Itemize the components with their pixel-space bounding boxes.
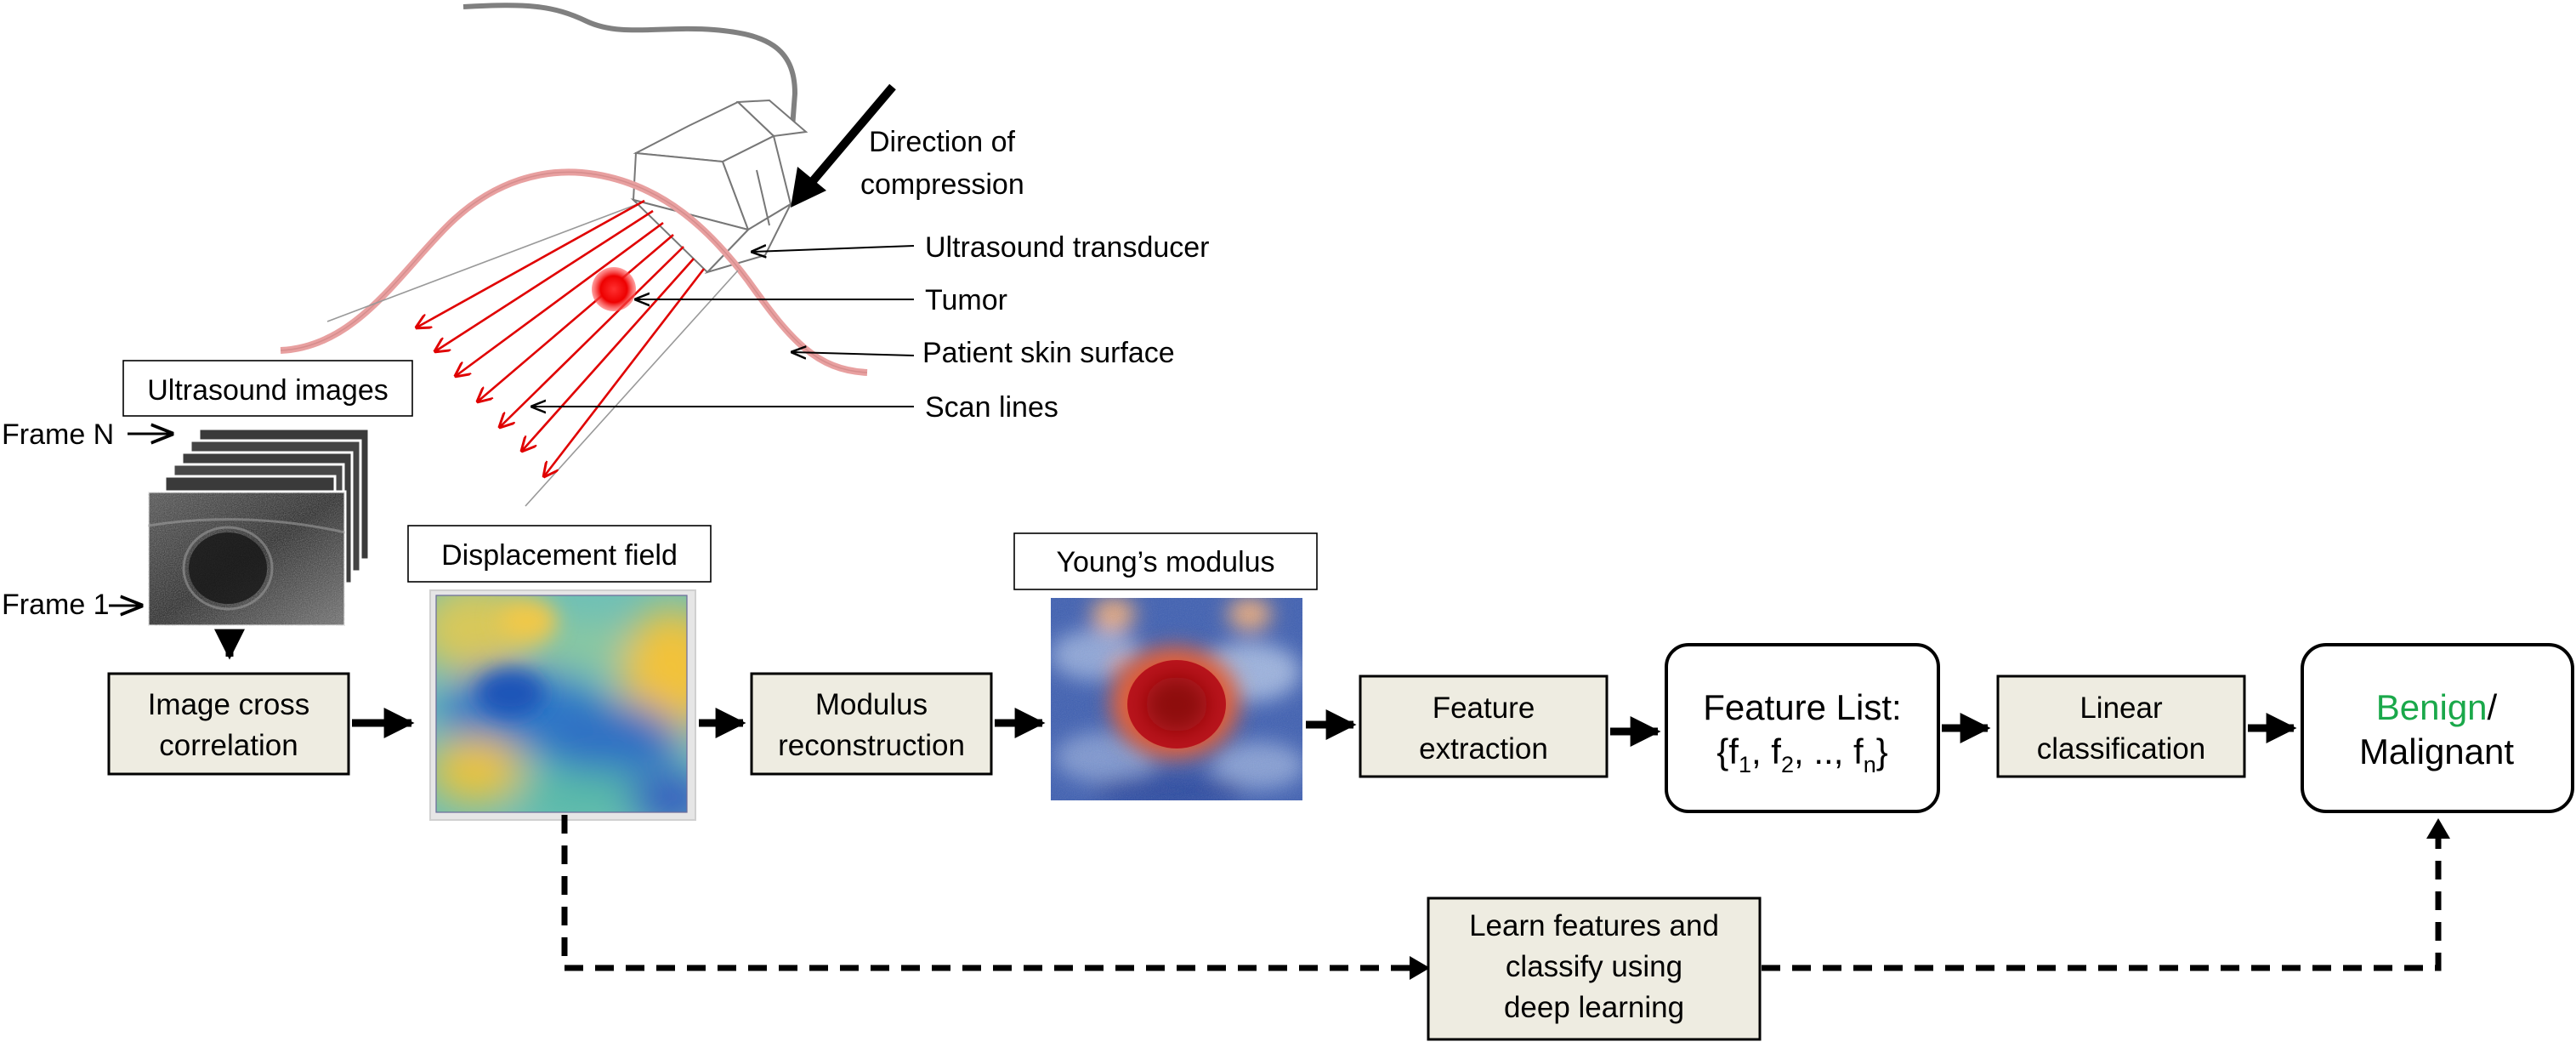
displacement-field-image — [429, 589, 696, 821]
scan-field-boundary — [525, 270, 739, 507]
scan-lines — [417, 199, 706, 476]
deep-learning-arrowhead — [2426, 818, 2450, 839]
youngs-modulus-image — [1051, 598, 1302, 800]
malignant-label: Malignant — [2359, 731, 2514, 771]
frame-n-label: Frame N — [2, 418, 114, 451]
deep-learning-path — [561, 815, 2442, 971]
svg-text:Feature: Feature — [1433, 692, 1535, 725]
deep-learning-box: Learn features and classify using deep l… — [1427, 896, 1762, 1041]
tumor-icon — [592, 267, 636, 311]
scan-lines-label: Scan lines — [925, 391, 1058, 424]
ultrasound-images-title: Ultrasound images — [122, 360, 413, 417]
benign-label: Benign — [2376, 687, 2488, 727]
skin-pointer — [792, 352, 915, 356]
displacement-field-title: Displacement field — [407, 525, 712, 583]
ultrasound-frame-stack — [146, 427, 371, 628]
transducer-label: Ultrasound transducer — [925, 231, 1210, 264]
result-box: Benign/ Malignant — [2301, 643, 2574, 813]
svg-text:extraction: extraction — [1419, 732, 1548, 766]
scan-field-boundary — [326, 203, 638, 322]
compression-arrow — [791, 83, 896, 208]
svg-text:Learn features and: Learn features and — [1469, 909, 1719, 942]
svg-text:Displacement field: Displacement field — [441, 539, 678, 572]
deep-learning-arrowhead — [1410, 956, 1430, 980]
youngs-modulus-title: Young’s modulus — [1013, 532, 1318, 590]
svg-text:Ultrasound images: Ultrasound images — [147, 374, 388, 407]
frame-1-label: Frame 1 — [2, 589, 110, 621]
linear-classification-box: Linear classification — [1996, 674, 2246, 778]
svg-text:classification: classification — [2037, 732, 2205, 766]
direction-label: compression — [860, 168, 1024, 201]
feature-extraction-box: Feature extraction — [1359, 674, 1609, 778]
svg-text:correlation: correlation — [159, 729, 298, 762]
svg-text:Benign/: Benign/ — [2376, 687, 2498, 727]
svg-text:{f1, f2, .., fn}: {f1, f2, .., fn} — [1716, 731, 1888, 777]
skin-label: Patient skin surface — [922, 337, 1175, 369]
image-cross-correlation-box: Image cross correlation — [107, 672, 350, 776]
svg-text:Modulus: Modulus — [815, 688, 928, 721]
modulus-reconstruction-box: Modulus reconstruction — [750, 672, 993, 776]
transducer-cable — [462, 3, 798, 128]
direction-label: Direction of — [869, 126, 1016, 158]
svg-text:Feature List:: Feature List: — [1703, 687, 1901, 727]
svg-text:reconstruction: reconstruction — [778, 729, 965, 762]
transducer-pointer — [752, 246, 915, 252]
svg-text:classify using: classify using — [1506, 950, 1682, 983]
svg-text:Young’s modulus: Young’s modulus — [1056, 546, 1274, 578]
svg-text:Linear: Linear — [2080, 692, 2163, 725]
svg-text:deep learning: deep learning — [1504, 991, 1684, 1024]
tumor-label: Tumor — [925, 284, 1007, 316]
feature-list-box: Feature List: {f1, f2, .., fn} — [1665, 643, 1940, 813]
svg-text:Image cross: Image cross — [148, 688, 310, 721]
